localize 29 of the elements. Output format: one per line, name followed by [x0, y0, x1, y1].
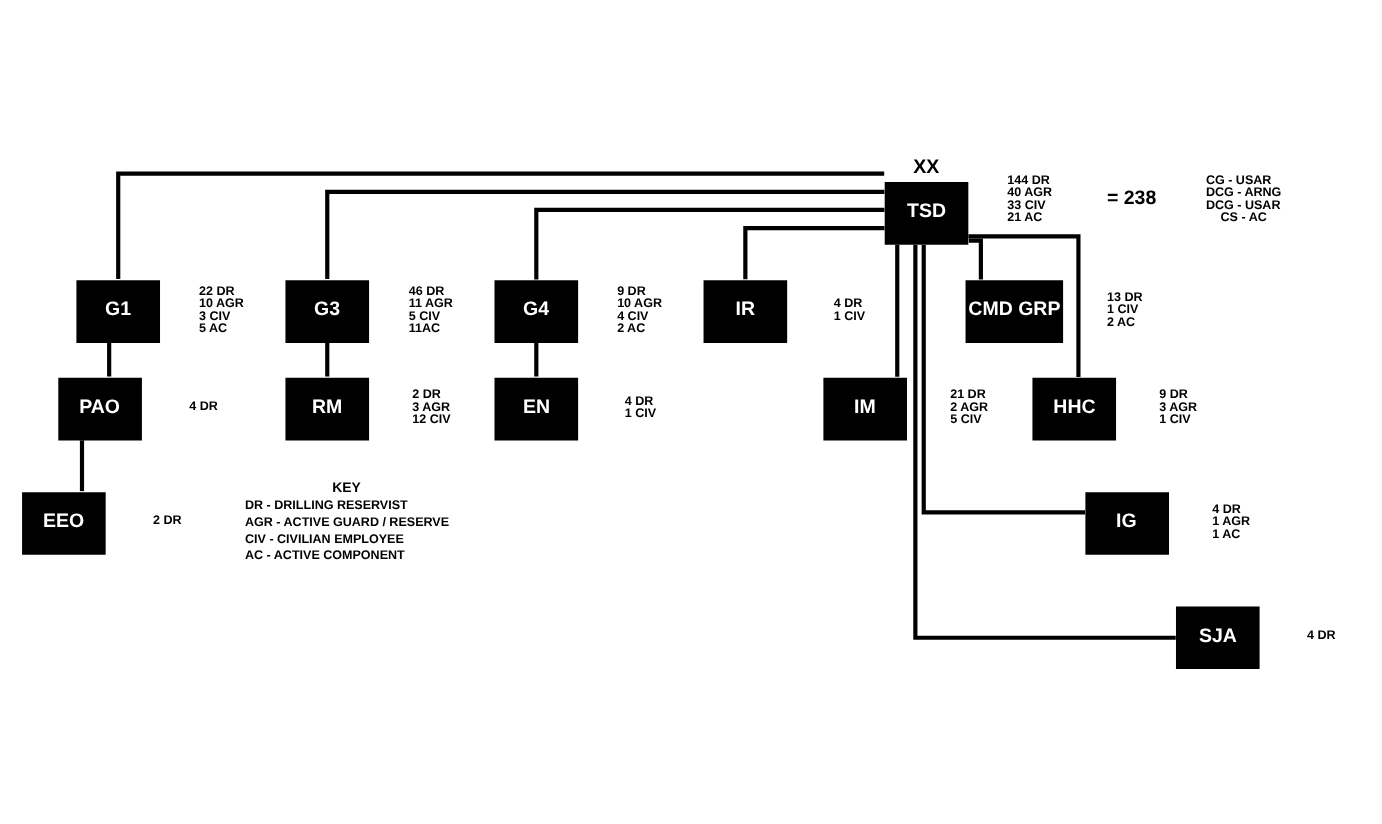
node-box: TSD [884, 182, 969, 245]
connector [921, 244, 1086, 515]
connector [116, 171, 885, 280]
node-box: HHC [1032, 377, 1117, 441]
connector [325, 342, 330, 377]
connector [534, 342, 539, 377]
node-box: G1 [76, 280, 161, 343]
node-box: EN [494, 377, 579, 441]
node-box: PAO [58, 377, 142, 441]
node-box: G4 [494, 280, 579, 343]
node-box: IG [1085, 492, 1169, 555]
node-box: EEO [22, 492, 106, 555]
node-label: XX [913, 156, 940, 179]
connector [534, 207, 885, 280]
node-box: SJA [1176, 606, 1260, 670]
node-box: IR [703, 280, 788, 343]
connector [913, 244, 1176, 640]
connector [79, 440, 85, 492]
connector [743, 225, 885, 280]
connector [325, 189, 885, 280]
connector [107, 342, 112, 377]
node-label: = 238 [1106, 187, 1157, 210]
connector [968, 238, 983, 280]
node-box: RM [285, 377, 370, 441]
connector [895, 244, 900, 377]
node-box: G3 [285, 280, 370, 343]
node-box: IM [823, 377, 907, 441]
connector [968, 234, 1081, 377]
node-box: CMD GRP [965, 280, 1064, 343]
